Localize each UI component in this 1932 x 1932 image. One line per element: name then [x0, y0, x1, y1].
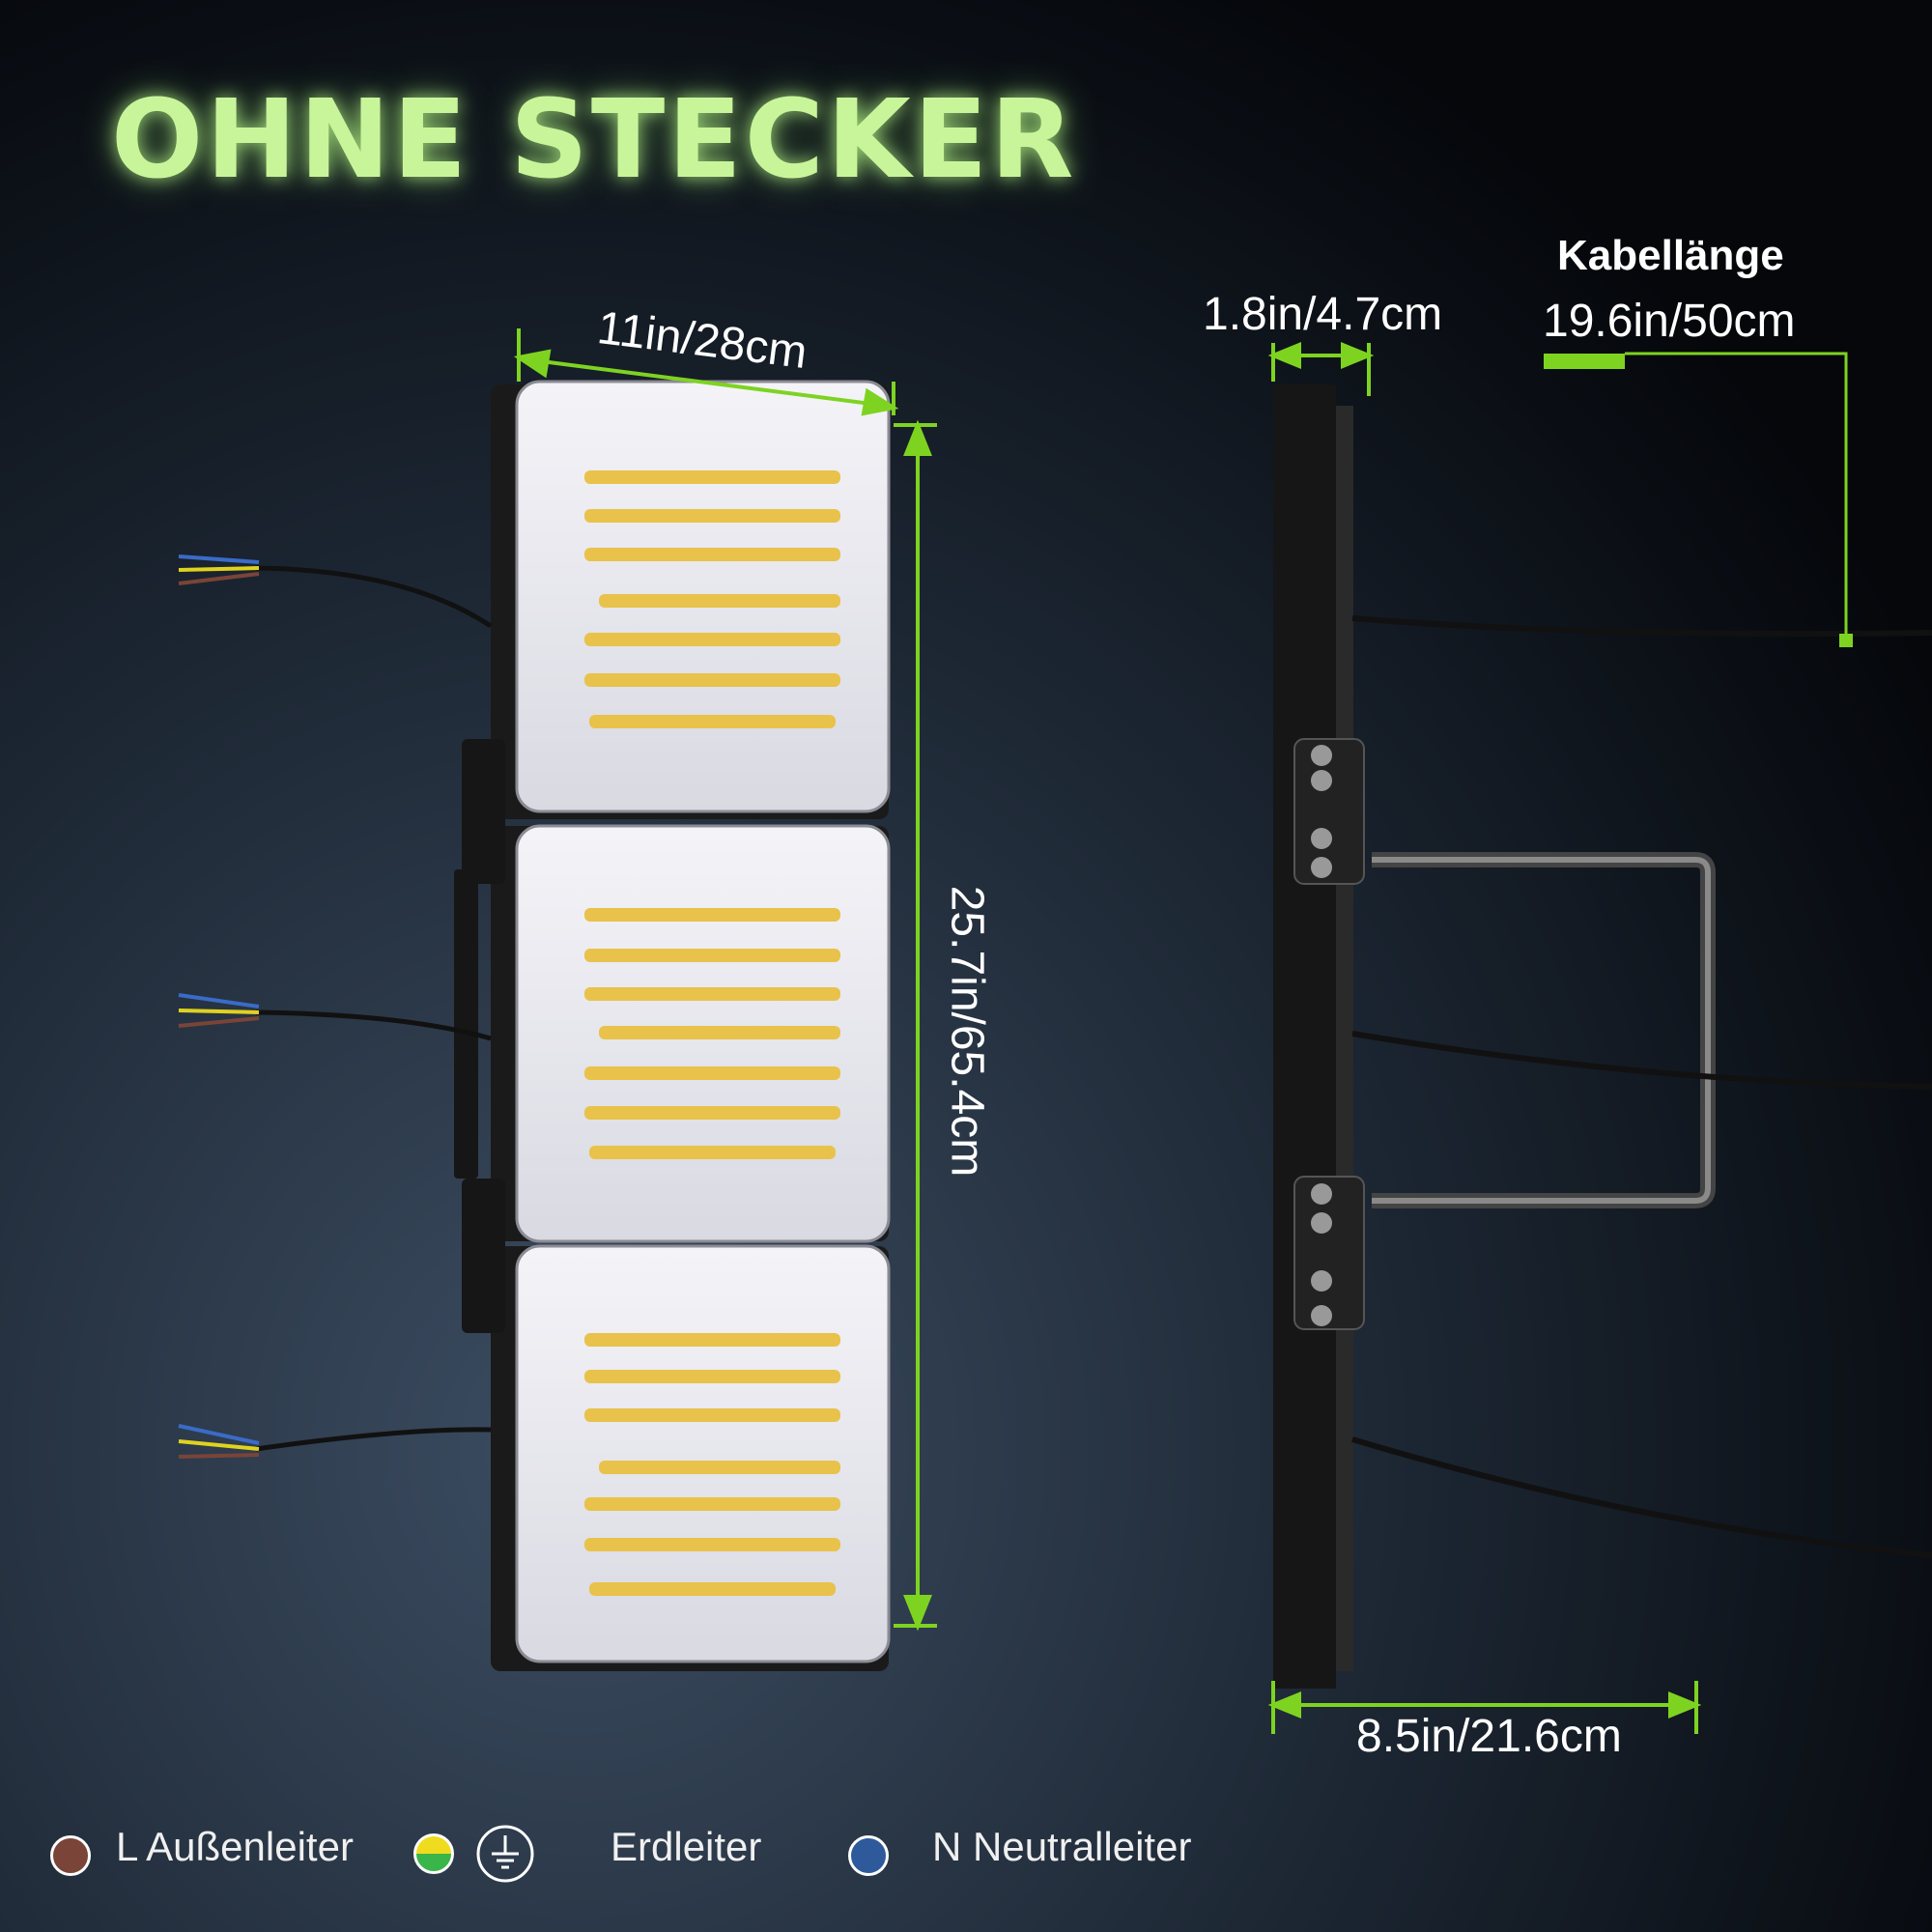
cable-length-value: 19.6in/50cm: [1543, 296, 1796, 347]
wire-leads: [255, 565, 493, 1452]
cable-length-title: Kabellänge: [1557, 232, 1784, 279]
floodlight-front-view: [178, 380, 891, 1671]
panel-bottom: [491, 1244, 891, 1671]
page-title: OHNE STECKER: [111, 77, 1077, 203]
legend-earth-label: Erdleiter: [611, 1824, 762, 1869]
connector-brackets: [454, 739, 505, 1333]
depth-label: 1.8in/4.7cm: [1203, 289, 1443, 340]
floodlight-side-view: [1273, 384, 1932, 1689]
live-wire-color-dot: [50, 1835, 91, 1876]
neutral-wire-color-dot: [848, 1835, 889, 1876]
dimension-lines: [513, 328, 1853, 1734]
side-cables: [1351, 615, 1932, 1558]
legend-live-label: L Außenleiter: [116, 1824, 354, 1869]
ground-icon: [476, 1825, 534, 1883]
bracket-width-label: 8.5in/21.6cm: [1356, 1711, 1622, 1762]
legend-neutral-label: N Neutralleiter: [932, 1824, 1192, 1869]
height-label: 25.7in/65.4cm: [941, 885, 993, 1178]
earth-wire-color-dot: [413, 1833, 454, 1874]
wire-ends: [178, 554, 260, 1459]
led-rows: [584, 470, 840, 1596]
